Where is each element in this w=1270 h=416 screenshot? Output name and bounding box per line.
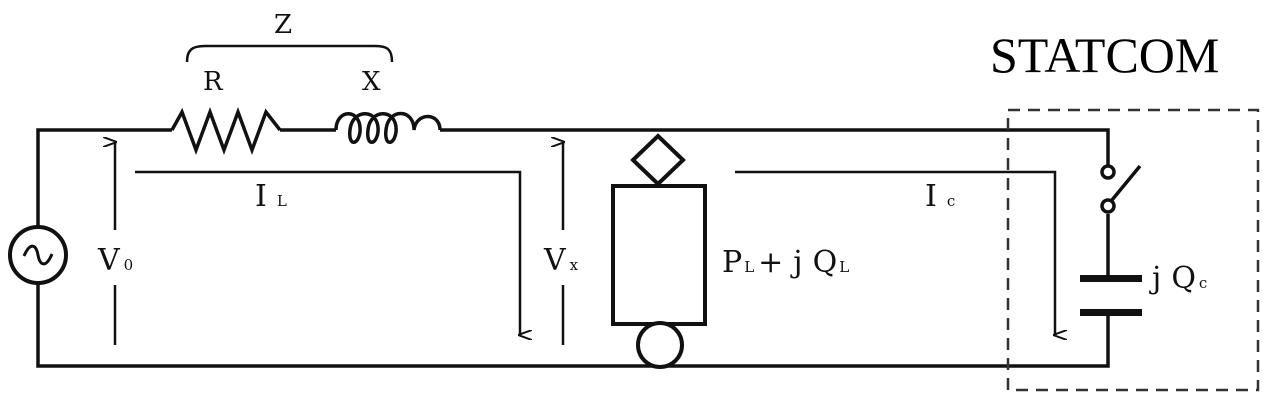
impedance-label: Z	[274, 10, 292, 40]
compensator-current-arrow	[735, 170, 1055, 335]
inductor-icon	[334, 111, 442, 144]
load-icon	[611, 133, 707, 369]
statcom-boundary	[1006, 108, 1260, 392]
ac-source-icon	[8, 225, 68, 285]
line-current-arrow	[135, 170, 520, 335]
capacitor-icon	[1080, 275, 1142, 316]
switch-icon	[1100, 164, 1142, 214]
resistor-icon	[170, 106, 282, 156]
statcom-title: STATCOM	[990, 27, 1219, 83]
resistance-label: R	[203, 67, 224, 97]
impedance-brace	[185, 44, 394, 63]
wires	[36, 128, 1110, 368]
reactance-label: X	[362, 67, 381, 97]
